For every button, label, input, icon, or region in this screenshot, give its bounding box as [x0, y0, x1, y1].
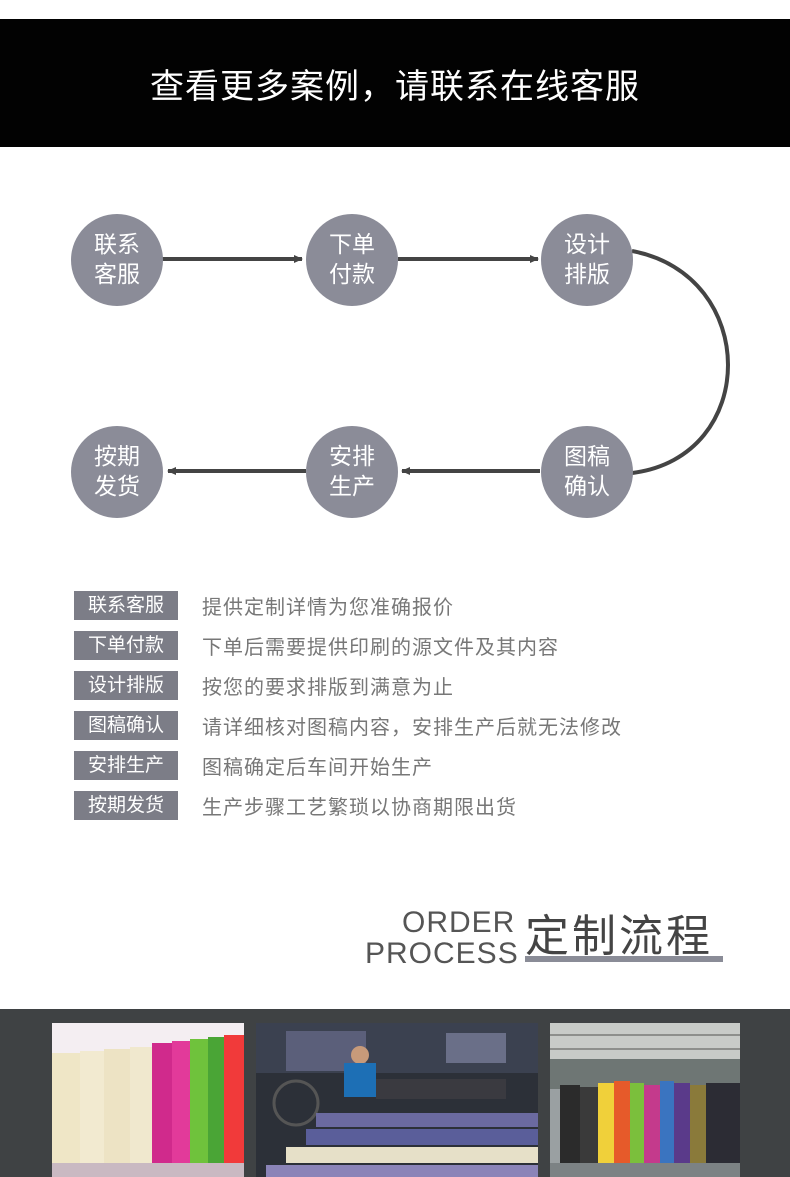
order-process-heading: ORDER PROCESS 定制流程: [360, 900, 760, 980]
heading-underline: [525, 956, 723, 962]
process-flow: 联系客服 下单付款 设计排版 图稿确认 安排生产 按期发货: [0, 147, 790, 577]
top-banner: 查看更多案例，请联系在线客服: [0, 19, 790, 147]
warehouse-photo: [550, 1023, 740, 1177]
list-item: 下单付款 下单后需要提供印刷的源文件及其内容: [74, 631, 622, 660]
detail-tag: 按期发货: [74, 791, 178, 820]
detail-text: 提供定制详情为您准确报价: [202, 595, 454, 619]
step-label: 图稿确认: [564, 444, 610, 500]
step-label: 下单付款: [329, 232, 375, 288]
step-order-payment: 下单付款: [306, 214, 398, 306]
fabric-rolls-photo: [52, 1023, 244, 1177]
step-label: 安排生产: [329, 444, 375, 500]
detail-text: 图稿确定后车间开始生产: [202, 755, 433, 779]
step-label: 联系客服: [94, 232, 140, 288]
heading-en-line1: ORDER: [402, 906, 516, 939]
detail-text: 按您的要求排版到满意为止: [202, 675, 454, 699]
detail-text: 请详细核对图稿内容，安排生产后就无法修改: [202, 715, 622, 739]
detail-tag: 下单付款: [74, 631, 178, 660]
list-item: 安排生产 图稿确定后车间开始生产: [74, 751, 622, 780]
list-item: 图稿确认 请详细核对图稿内容，安排生产后就无法修改: [74, 711, 622, 740]
detail-tag: 设计排版: [74, 671, 178, 700]
list-item: 按期发货 生产步骤工艺繁琐以协商期限出货: [74, 791, 622, 820]
step-label: 按期发货: [94, 444, 140, 500]
step-design-layout: 设计排版: [541, 214, 633, 306]
heading-cn: 定制流程: [525, 911, 713, 962]
step-draft-confirm: 图稿确认: [541, 426, 633, 518]
list-item: 联系客服 提供定制详情为您准确报价: [74, 591, 622, 620]
process-details-list: 联系客服 提供定制详情为您准确报价 下单付款 下单后需要提供印刷的源文件及其内容…: [74, 591, 622, 831]
detail-tag: 图稿确认: [74, 711, 178, 740]
step-contact-service: 联系客服: [71, 214, 163, 306]
list-item: 设计排版 按您的要求排版到满意为止: [74, 671, 622, 700]
heading-en-line2: PROCESS: [365, 937, 519, 970]
detail-text: 下单后需要提供印刷的源文件及其内容: [202, 635, 559, 659]
detail-tag: 安排生产: [74, 751, 178, 780]
factory-photo-strip: [0, 1009, 790, 1177]
step-arrange-production: 安排生产: [306, 426, 398, 518]
curve-connector: [631, 249, 730, 475]
banner-text: 查看更多案例，请联系在线客服: [150, 66, 640, 107]
detail-text: 生产步骤工艺繁琐以协商期限出货: [202, 795, 517, 819]
flow-arrows: [162, 249, 730, 475]
step-label: 设计排版: [564, 232, 610, 288]
workshop-photo: [256, 1023, 538, 1177]
step-ship-on-time: 按期发货: [71, 426, 163, 518]
detail-tag: 联系客服: [74, 591, 178, 620]
